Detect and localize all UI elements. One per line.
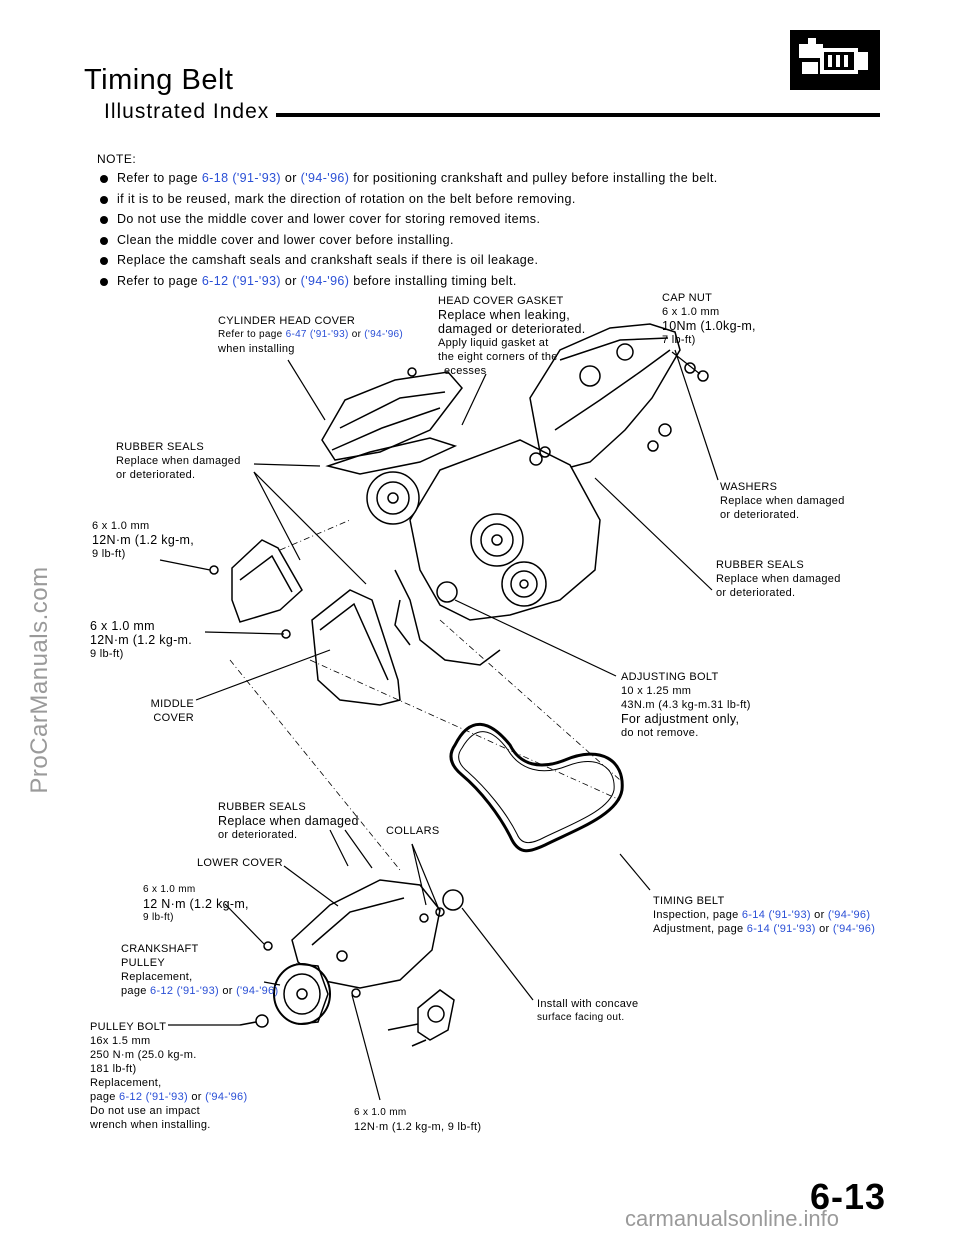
page-reference-link[interactable]: 6-47 ('91-'93)	[285, 329, 349, 340]
header-rule	[276, 113, 880, 117]
page-reference-link[interactable]: 6-12 ('91-'93)	[201, 273, 281, 288]
camshaft-pulleys-drawing	[366, 446, 551, 607]
cap-nuts-drawing	[647, 362, 709, 452]
note-heading: NOTE:	[97, 152, 137, 166]
page-reference-link[interactable]: ('94-'96)	[364, 329, 404, 340]
page-reference-link[interactable]: 6-12 ('91-'93)	[119, 1091, 188, 1103]
page-reference-link[interactable]: 6-14 ('91-'93)	[746, 923, 816, 935]
tensioner-drawing	[351, 988, 455, 1047]
note-item: Refer to page 6-12 ('91-'93) or ('94-'96…	[100, 273, 718, 294]
note-item: Replace the camshaft seals and crankshaf…	[100, 252, 718, 273]
middle-cover-drawing	[311, 589, 401, 706]
adjusting-bolt-label: ADJUSTING BOLT 10 x 1.25 mm 43N.m (4.3 k…	[621, 671, 751, 739]
concave-install-label: Install with concave surface facing out.	[537, 998, 639, 1023]
bolt-torque-label-b: 6 x 1.0 mm 12N·m (1.2 kg-m. 9 lb-ft)	[90, 619, 193, 660]
rubber-seals-right-label: RUBBER SEALS Replace when damaged or det…	[716, 559, 841, 599]
engine-section-icon	[790, 30, 880, 90]
page-reference-link[interactable]: ('94-'96)	[832, 923, 876, 935]
timing-belt-drawing	[449, 722, 624, 853]
bolt-torque-label-d: 6 x 1.0 mm 12N·m (1.2 kg-m, 9 lb-ft)	[354, 1107, 482, 1133]
page-reference-link[interactable]: 6-14 ('91-'93)	[741, 909, 811, 921]
rubber-seals-lower-label: RUBBER SEALS Replace when damaged or det…	[218, 801, 359, 841]
lower-cover-label: LOWER COVER	[197, 857, 283, 869]
note-item: if it is to be reused, mark the directio…	[100, 191, 718, 212]
crankshaft-pulley-drawing	[273, 963, 331, 1025]
page-reference-link[interactable]: ('94-'96)	[827, 909, 871, 921]
footer-watermark: carmanualsonline.info	[625, 1206, 840, 1231]
page-reference-link[interactable]: ('94-'96)	[300, 171, 350, 185]
collars-label: COLLARS	[386, 825, 440, 837]
bolt-torque-label-a: 6 x 1.0 mm 12N·m (1.2 kg-m, 9 lb-ft)	[92, 520, 195, 560]
cylinder-head-cover-drawing	[321, 367, 463, 461]
cap-nut-label: CAP NUT 6 x 1.0 mm 10Nm (1.0kg-m, 7 lb-f…	[662, 292, 756, 346]
head-cover-gasket-label: HEAD COVER GASKET Replace when leaking, …	[438, 295, 586, 377]
note-list: Refer to page 6-18 ('91-'93) or ('94-'96…	[100, 170, 718, 293]
page-reference-link[interactable]: ('94-'96)	[236, 985, 279, 997]
side-watermark: ProCarManuals.com	[26, 566, 53, 794]
cylinder-head-cover-label: CYLINDER HEAD COVER Refer to page 6-47 (…	[218, 315, 404, 355]
page-reference-link[interactable]: ('94-'96)	[300, 273, 350, 288]
pulley-bolt-drawing	[239, 1014, 269, 1028]
upper-cover-drawing	[231, 539, 303, 623]
page-reference-link[interactable]: 6-18 ('91-'93)	[201, 171, 281, 185]
leader-lines	[159, 349, 719, 1101]
rubber-seals-upper-label: RUBBER SEALS Replace when damaged or det…	[116, 441, 241, 481]
collar-drawing	[442, 889, 464, 911]
note-item: Refer to page 6-18 ('91-'93) or ('94-'96…	[100, 170, 718, 191]
washers-label: WASHERS Replace when damaged or deterior…	[720, 481, 845, 521]
page-subtitle: Illustrated Index	[104, 100, 270, 123]
note-item: Do not use the middle cover and lower co…	[100, 211, 718, 232]
timing-belt-label: TIMING BELT Inspection, page 6-14 ('91-'…	[653, 895, 876, 935]
page-title: Timing Belt	[84, 64, 234, 96]
middle-cover-label: MIDDLE COVER	[150, 698, 194, 724]
crankshaft-pulley-label: CRANKSHAFT PULLEY Replacement, page 6-12…	[121, 943, 279, 997]
page-reference-link[interactable]: 6-12 ('91-'93)	[150, 985, 219, 997]
head-cover-gasket-drawing	[325, 437, 458, 475]
page-reference-link[interactable]: ('94-'96)	[205, 1091, 248, 1103]
pulley-bolt-label: PULLEY BOLT 16x 1.5 mm 250 N·m (25.0 kg-…	[90, 1021, 248, 1131]
note-item: Clean the middle cover and lower cover b…	[100, 232, 718, 253]
page-number: 6-13	[810, 1176, 887, 1217]
bolt-torque-label-c: 6 x 1.0 mm 12 N·m (1.2 kg-m, 9 lb-ft)	[143, 884, 249, 923]
